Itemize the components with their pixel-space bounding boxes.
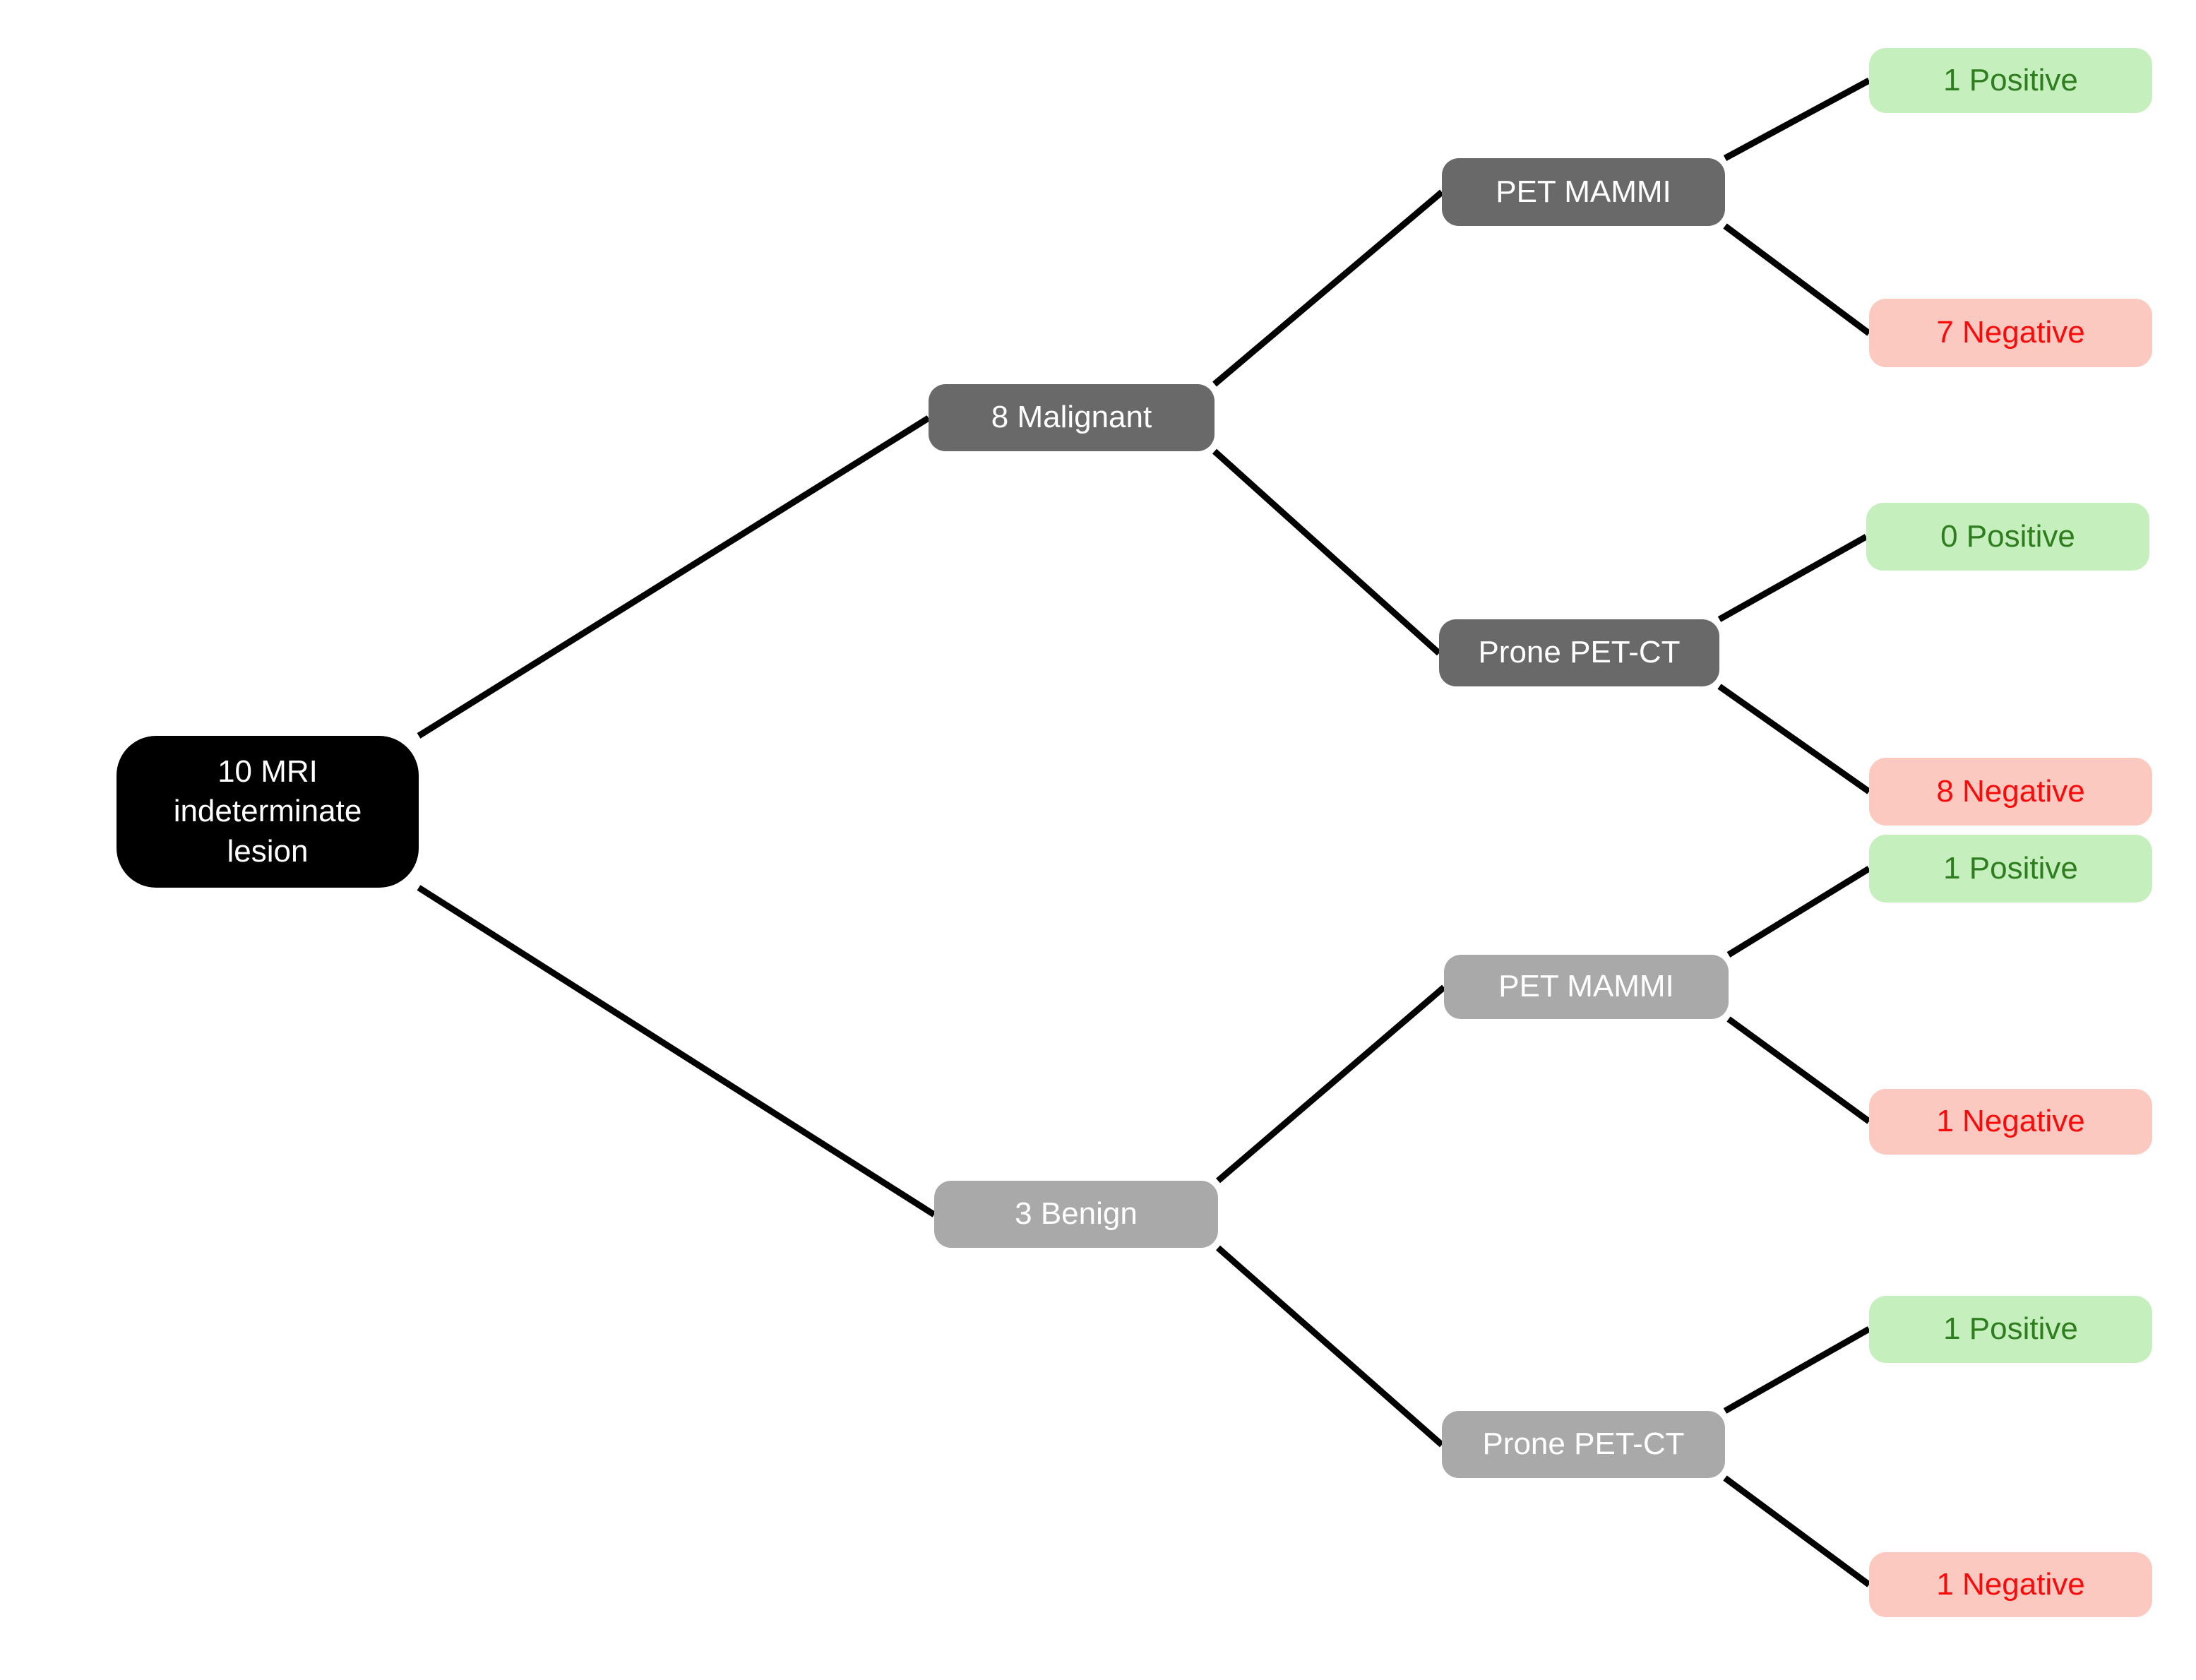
edge-root-benign <box>417 885 936 1217</box>
leaf-malignant-prone-pet-ct-negative: 8 Negative <box>1869 758 2152 826</box>
edge-benign-prone-pet-ct-negative <box>1723 1475 1871 1587</box>
edge-root-malignant <box>417 415 931 739</box>
leaf-benign-prone-pet-ct-positive: 1 Positive <box>1869 1296 2152 1363</box>
edge-benign-pet-mammi-positive <box>1726 866 1871 958</box>
leaf-benign-prone-pet-ct-negative: 1 Negative <box>1869 1552 2152 1617</box>
edge-benign-pet-mammi <box>1216 984 1446 1184</box>
edge-malignant-pet-mammi <box>1212 189 1444 387</box>
edge-benign-pet-mammi-negative <box>1726 1016 1871 1124</box>
node-benign: 3 Benign <box>934 1181 1218 1248</box>
node-malignant: 8 Malignant <box>929 384 1215 451</box>
edge-benign-prone-pet-ct <box>1216 1245 1444 1448</box>
edge-malignant-prone-pet-ct <box>1212 448 1442 656</box>
leaf-malignant-prone-pet-ct-positive: 0 Positive <box>1866 503 2149 571</box>
leaf-benign-pet-mammi-positive: 1 Positive <box>1869 835 2152 902</box>
edge-benign-prone-pet-ct-positive <box>1723 1326 1871 1414</box>
leaf-malignant-pet-mammi-positive: 1 Positive <box>1869 48 2152 113</box>
node-benign-prone-pet-ct: Prone PET-CT <box>1442 1411 1725 1478</box>
edge-malignant-pet-mammi-negative <box>1723 223 1871 336</box>
node-root: 10 MRI indeterminate lesion <box>117 736 419 888</box>
edge-malignant-prone-pet-ct-negative <box>1717 684 1871 794</box>
node-benign-pet-mammi: PET MAMMI <box>1444 955 1729 1019</box>
leaf-malignant-pet-mammi-negative: 7 Negative <box>1869 299 2152 367</box>
edge-malignant-pet-mammi-positive <box>1723 78 1871 161</box>
leaf-benign-pet-mammi-negative: 1 Negative <box>1869 1089 2152 1155</box>
node-malignant-prone-pet-ct: Prone PET-CT <box>1439 619 1719 686</box>
node-malignant-pet-mammi: PET MAMMI <box>1442 158 1725 226</box>
edge-malignant-prone-pet-ct-positive <box>1717 534 1868 622</box>
